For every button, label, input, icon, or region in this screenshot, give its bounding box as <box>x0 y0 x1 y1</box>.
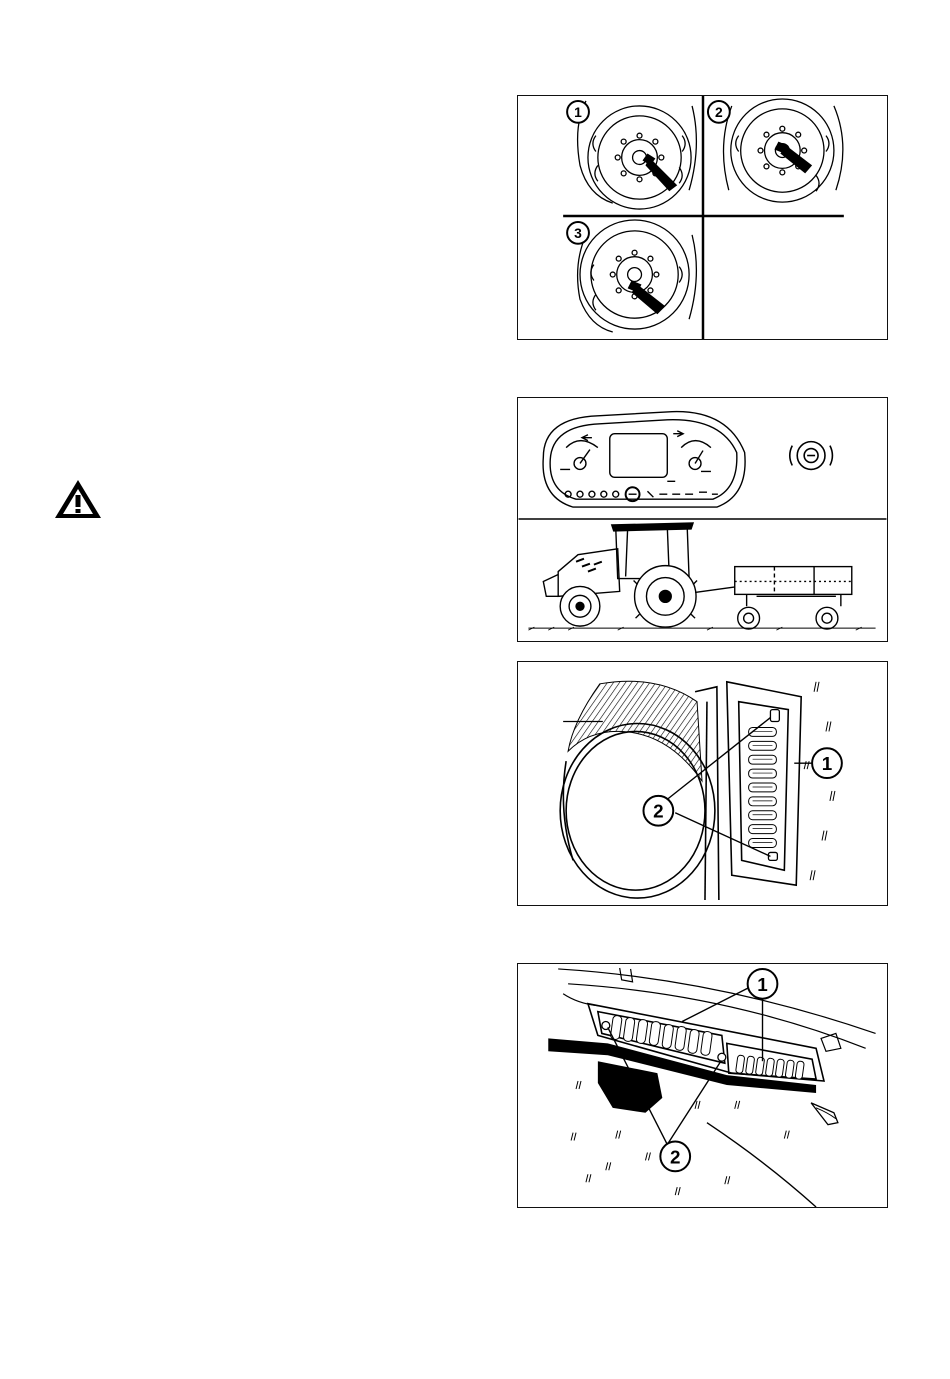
instrument-cluster <box>543 412 745 508</box>
side-grille-figure: 1 2 <box>517 661 888 906</box>
svg-text:2: 2 <box>670 1146 680 1167</box>
callout-2: 2 <box>643 796 673 826</box>
tractor-with-trailer <box>528 523 875 630</box>
callout-1: 1 <box>567 101 589 123</box>
wheel-3 <box>578 220 697 332</box>
callout-3: 3 <box>567 222 589 244</box>
callout-2: 2 <box>708 101 730 123</box>
cowl-vent-figure: 1 2 <box>517 963 888 1208</box>
svg-text:1: 1 <box>574 104 582 120</box>
svg-text:1: 1 <box>822 753 832 774</box>
callout-1: 1 <box>748 969 778 999</box>
callout-2: 2 <box>660 1142 690 1172</box>
warning-triangle-icon <box>52 477 104 521</box>
svg-text:2: 2 <box>715 104 723 120</box>
svg-text:3: 3 <box>574 225 582 241</box>
wheel-1 <box>578 101 697 209</box>
brake-warning-icon <box>790 442 833 470</box>
wheel-rim-positions-figure: 1 2 3 <box>517 95 888 340</box>
dashboard-tractor-figure <box>517 397 888 642</box>
callout-1: 1 <box>812 748 842 778</box>
svg-text:1: 1 <box>757 974 767 995</box>
svg-text:2: 2 <box>653 801 663 822</box>
